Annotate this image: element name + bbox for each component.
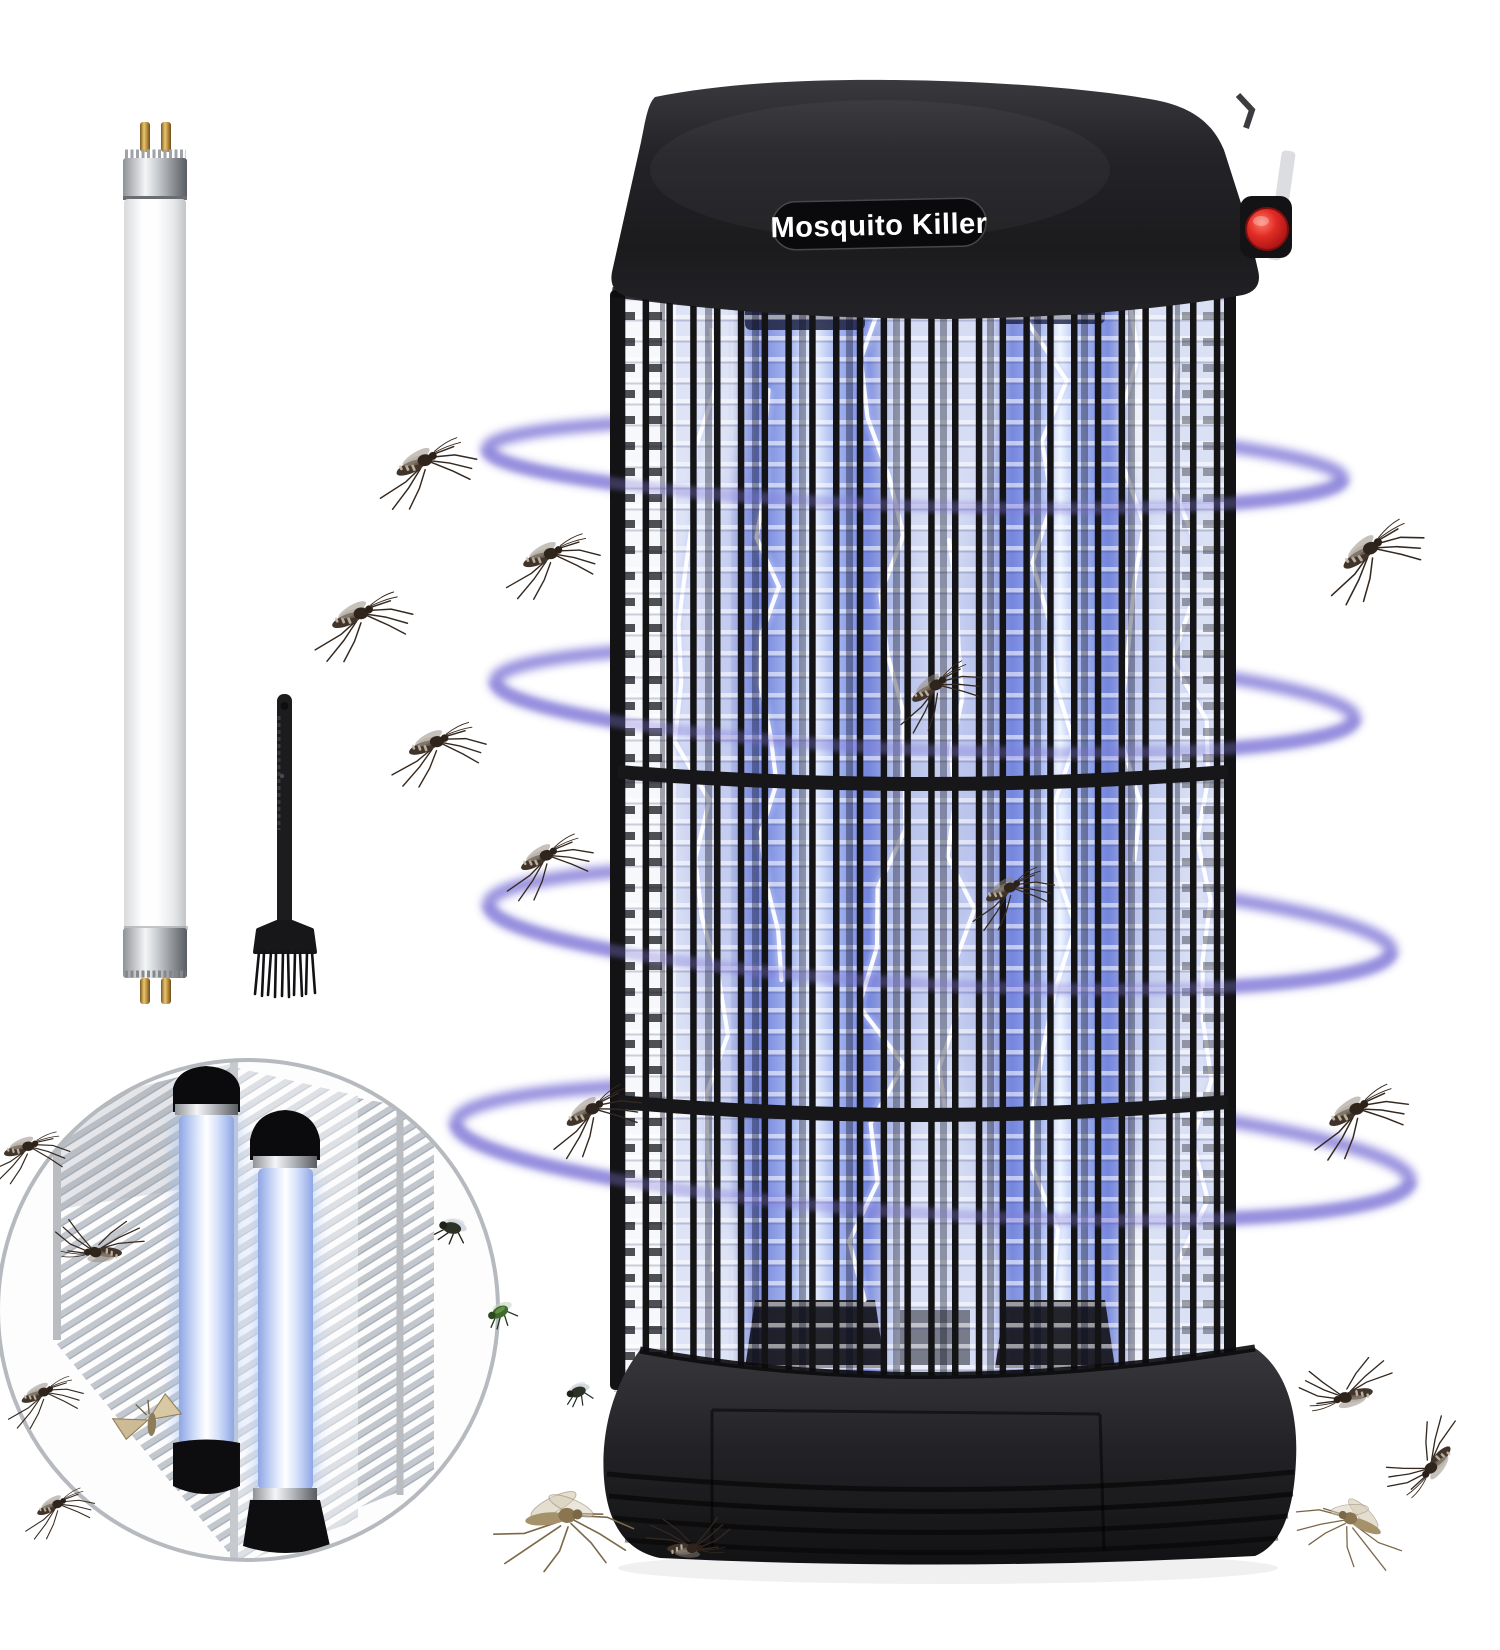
insect-crane [1288,1485,1411,1575]
insect-mosquito [388,720,490,790]
attraction-ring-front-arc [489,680,1361,760]
insect-mosquito [309,589,418,666]
bulb-glass [124,199,186,931]
insect-mosquito [1314,512,1438,611]
replacement-uv-tube [123,122,188,1004]
cleaning-brush [253,694,317,999]
bulb-cap-bottom [123,928,187,978]
bulb-pin [140,122,150,152]
bulb-pin [140,978,150,1004]
device-base [603,1344,1297,1565]
inset-uv-tube [243,1110,330,1553]
bulb-pin [161,122,171,152]
bulb-pin [161,978,171,1004]
cage-ring-band [617,765,1229,791]
detail-inset-circle [0,1058,500,1562]
bug-zapper-device: Mosquito Killer [603,79,1320,1584]
insect-fly [560,1377,597,1411]
cage-ring-band [617,1095,1229,1122]
brand-label-plate [771,197,987,251]
device-cap: Mosquito Killer [611,79,1320,319]
uv-attraction-rings-front [449,447,1417,1227]
brush-bristles [253,950,317,999]
insect-mosquito [1368,1408,1479,1506]
insect-mosquito [501,531,605,603]
attraction-ring-front-arc [449,1122,1417,1227]
brush-head [253,920,317,954]
power-button [1245,207,1289,251]
product-label: Mosquito Killer [770,208,988,245]
insect-mosquito [372,434,484,514]
electrode-grid-panel [358,1098,434,1508]
inset-uv-tube [173,1066,240,1494]
attraction-ring-front-arc [481,447,1349,515]
electric-cage [610,287,1236,1392]
insect-mosquito [1296,1351,1394,1419]
hanger-hook [1235,92,1256,129]
bulb-cap-top [123,158,187,200]
attraction-ring-front-arc [482,903,1398,996]
